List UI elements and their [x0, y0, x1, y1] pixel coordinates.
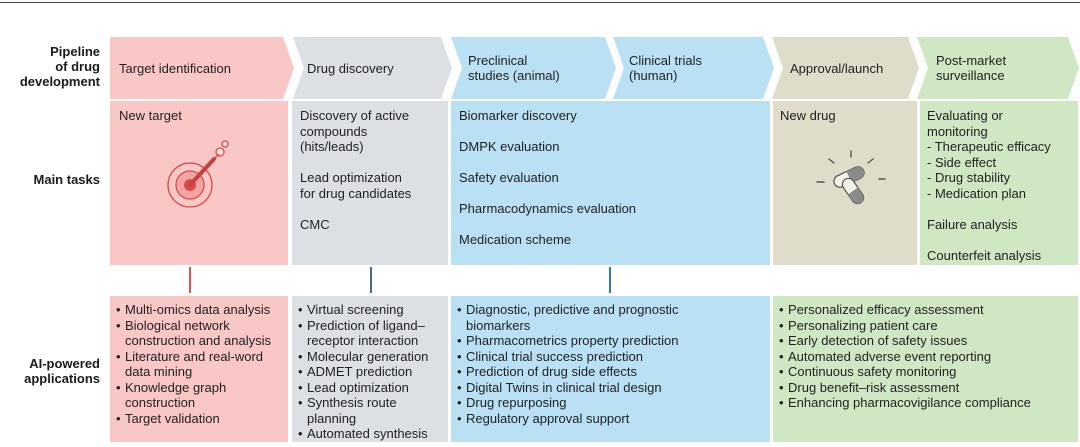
- ai-apps-discovery-list: Virtual screening Prediction of ligand–r…: [298, 302, 442, 442]
- task-dmpk-evaluation: DMPK evaluation: [459, 139, 560, 154]
- task-lead-optimization: Lead optimization for drug candidates: [300, 170, 412, 201]
- stage-drug-discovery: Drug discovery: [307, 61, 394, 76]
- list-item: Enhancing pharmacovigilance compliance: [779, 395, 1072, 411]
- list-item: Digital Twins in clinical trial design: [457, 380, 764, 396]
- row-label-ai-applications: AI-powered applications: [24, 356, 100, 386]
- stage-preclinical-studies: Preclinical studies (animal): [468, 53, 560, 83]
- stage-post-market-surveillance: Post-market surveillance: [936, 53, 1007, 83]
- ai-apps-approval-postmarket: Personalized efficacy assessment Persona…: [773, 296, 1078, 442]
- connector-target: [189, 267, 191, 293]
- task-cmc: CMC: [300, 216, 330, 232]
- stage-chevron-approval: [772, 37, 919, 99]
- top-rule: [0, 2, 1080, 3]
- stage-clinical-trials: Clinical trials (human): [629, 53, 702, 83]
- main-task-trials: Biomarker discovery DMPK evaluation Safe…: [451, 101, 770, 265]
- list-item: Target validation: [116, 411, 282, 427]
- connector-discovery: [370, 267, 372, 293]
- stage-chevron-postmarket: [917, 37, 1079, 99]
- stage-approval-launch: Approval/launch: [790, 61, 884, 76]
- list-item: Virtual screening: [298, 302, 442, 318]
- ai-apps-trials: Diagnostic, predictive and prognosticbio…: [451, 296, 770, 442]
- main-task-approval: New drug: [773, 101, 917, 265]
- stage-chevron-clinical: [613, 37, 774, 99]
- list-item: Prediction of drug side effects: [457, 364, 764, 380]
- task-medication-scheme: Medication scheme: [459, 232, 571, 247]
- main-task-target: New target: [110, 101, 288, 265]
- list-item: ADMET prediction: [298, 364, 442, 380]
- ai-apps-discovery: Virtual screening Prediction of ligand–r…: [292, 296, 448, 442]
- row-label-main-tasks: Main tasks: [33, 172, 100, 187]
- list-item: Personalized efficacy assessment: [779, 302, 1072, 318]
- list-item: Multi-omics data analysis: [116, 302, 282, 318]
- list-item: Early detection of safety issues: [779, 333, 1072, 349]
- list-item: Lead optimization: [298, 380, 442, 396]
- ai-apps-trials-list: Diagnostic, predictive and prognosticbio…: [457, 302, 764, 426]
- list-item: Continuous safety monitoring: [779, 364, 1072, 380]
- list-item: Molecular generation: [298, 349, 442, 365]
- list-item: Regulatory approval support: [457, 411, 764, 427]
- connector-trials: [609, 267, 611, 293]
- main-task-postmarket: Evaluating or monitoring - Therapeutic e…: [920, 101, 1078, 265]
- list-item: Automated adverse event reporting: [779, 349, 1072, 365]
- list-item: Personalizing patient care: [779, 318, 1072, 334]
- target-icon: [167, 140, 229, 208]
- task-discovery-active-compounds: Discovery of active compounds (hits/lead…: [300, 108, 410, 154]
- list-item: Drug benefit–risk assessment: [779, 380, 1072, 396]
- main-task-discovery: Discovery of active compounds (hits/lead…: [292, 101, 448, 265]
- pipeline-chevrons: [110, 37, 1079, 99]
- capsules-icon: [816, 150, 886, 205]
- task-pharmacodynamics: Pharmacodynamics evaluation: [459, 201, 637, 216]
- ai-apps-target-list: Multi-omics data analysis Biological net…: [116, 302, 282, 426]
- stage-chevron-preclinical: [451, 37, 616, 99]
- list-item: Drug repurposing: [457, 395, 764, 411]
- task-biomarker-discovery: Biomarker discovery: [459, 108, 577, 123]
- list-item: Clinical trial success prediction: [457, 349, 764, 365]
- row-label-pipeline: Pipeline of drug development: [19, 44, 100, 89]
- list-item: Prediction of ligand–receptor interactio…: [298, 318, 442, 349]
- list-item: Pharmacometrics property prediction: [457, 333, 764, 349]
- ai-apps-target: Multi-omics data analysis Biological net…: [110, 296, 288, 442]
- list-item: Automated synthesis: [298, 426, 442, 442]
- stage-target-identification: Target identification: [119, 61, 232, 76]
- list-item: Diagnostic, predictive and prognosticbio…: [457, 302, 764, 333]
- task-safety-evaluation: Safety evaluation: [459, 170, 559, 185]
- stage-chevron-discovery: [293, 37, 452, 99]
- ai-apps-approval-postmarket-list: Personalized efficacy assessment Persona…: [779, 302, 1072, 411]
- stage-chevron-target: [110, 37, 294, 99]
